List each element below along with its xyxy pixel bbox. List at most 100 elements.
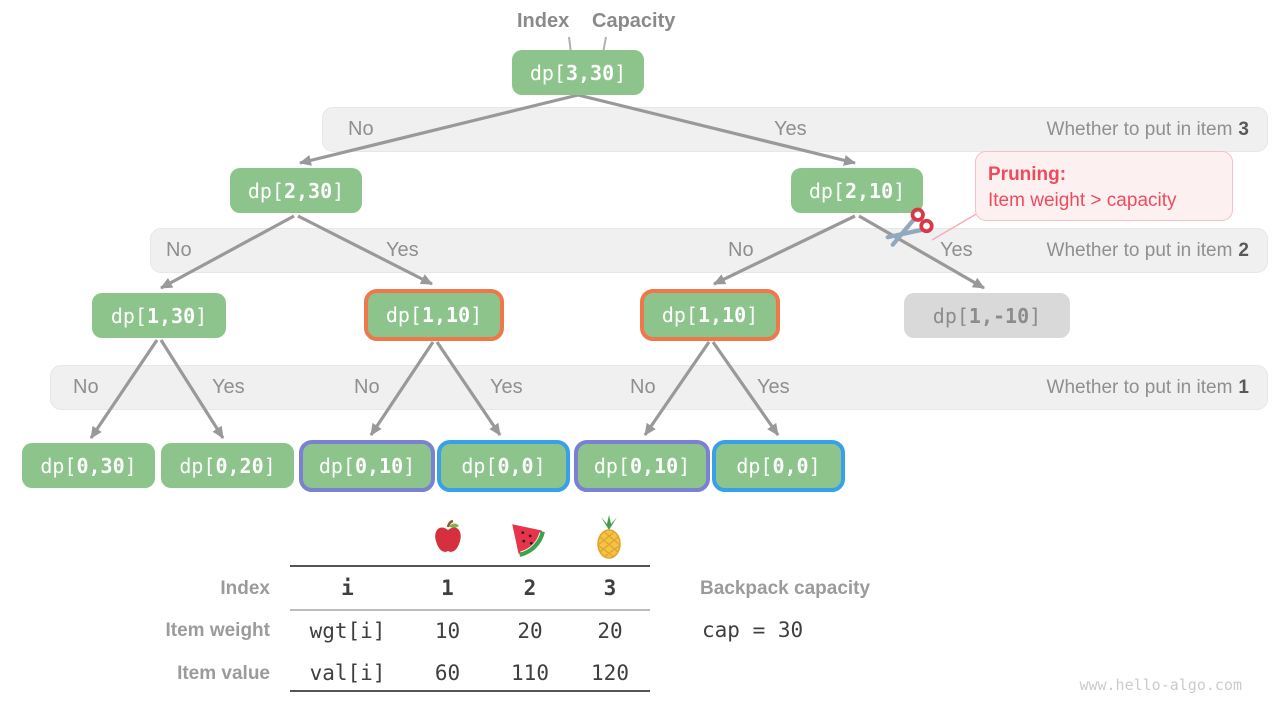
node-label-value: 0,10 — [354, 454, 404, 478]
dp-node-0-0-highlighted: dp[0,0] — [712, 440, 845, 492]
dp-node-2-30: dp[2,30] — [230, 168, 362, 213]
node-label-prefix: dp[ — [385, 303, 422, 327]
node-label-value: 2,30 — [283, 178, 333, 203]
question-item-number: 2 — [1238, 240, 1249, 261]
backpack-capacity-label: Backpack capacity — [700, 578, 871, 599]
table-cell: 10 — [434, 619, 461, 643]
question-item-number: 3 — [1238, 119, 1249, 140]
node-label-value: 0,10 — [629, 454, 679, 478]
table-row-label-item-weight: Item weight — [165, 620, 270, 641]
table-cell: val[i] — [309, 661, 386, 685]
node-label-prefix: dp[ — [932, 303, 969, 328]
node-label-prefix: dp[ — [593, 454, 630, 478]
node-label-suffix: ] — [470, 303, 483, 327]
pruning-title: Pruning: — [988, 164, 1067, 185]
table-cell: 120 — [591, 661, 629, 685]
dp-node-0-10-highlighted: dp[0,10] — [574, 440, 710, 492]
node-label-prefix: dp[ — [661, 303, 698, 327]
backpack-capacity-code: cap = 30 — [702, 618, 804, 642]
band-label-no: No — [728, 239, 754, 261]
table-rule-bottom — [290, 690, 650, 692]
node-label-value: 0,0 — [497, 454, 534, 478]
node-label-value: 1,30 — [146, 303, 196, 328]
table-cell: 2 — [523, 576, 537, 600]
dp-node-1-neg10-pruned: dp[1,-10] — [904, 293, 1070, 338]
band-label-yes: Yes — [757, 376, 790, 398]
node-label-prefix: dp[ — [318, 454, 355, 478]
decision-band-item-1: No Yes No Yes No Yes Whether to put in i… — [50, 365, 1268, 410]
table-cell: 60 — [434, 661, 461, 685]
table-value-row: val[i] 60 110 120 — [290, 661, 650, 685]
table-cell: wgt[i] — [309, 619, 386, 643]
question-text: Whether to put in item — [1046, 119, 1233, 140]
dp-node-0-10-highlighted: dp[0,10] — [299, 440, 435, 492]
node-label-suffix: ] — [403, 454, 416, 478]
band-label-no: No — [354, 376, 380, 398]
dp-node-1-10-highlighted: dp[1,10] — [364, 289, 504, 341]
node-label-prefix: dp[ — [179, 453, 216, 478]
table-cell: 20 — [597, 619, 623, 643]
band-label-no: No — [630, 376, 656, 398]
dp-node-1-30: dp[1,30] — [92, 293, 226, 338]
node-label-value: 3,30 — [565, 60, 615, 85]
capacity-label: Capacity — [592, 10, 676, 32]
node-label-suffix: ] — [263, 453, 276, 478]
node-label-suffix: ] — [332, 178, 345, 203]
node-label-value: 2,10 — [844, 178, 894, 203]
node-label-prefix: dp[ — [808, 178, 845, 203]
table-row-label-index: Index — [220, 578, 270, 599]
pineapple-icon — [597, 515, 621, 559]
band-label-yes: Yes — [940, 239, 973, 261]
node-label-prefix: dp[ — [247, 178, 284, 203]
band-label-yes: Yes — [386, 239, 419, 261]
dp-node-3-30: dp[3,30] — [512, 50, 644, 95]
node-label-value: 1,-10 — [968, 303, 1030, 328]
node-label-suffix: ] — [746, 303, 759, 327]
watermark: www.hello-algo.com — [1079, 676, 1242, 694]
node-label-suffix: ] — [195, 303, 208, 328]
table-cell: 1 — [441, 576, 454, 600]
node-label-suffix: ] — [678, 454, 691, 478]
table-cell: 110 — [511, 661, 549, 685]
node-label-suffix: ] — [1029, 303, 1042, 328]
question-text: Whether to put in item — [1046, 377, 1233, 398]
node-label-prefix: dp[ — [736, 454, 773, 478]
dp-node-0-20: dp[0,20] — [161, 443, 294, 488]
table-cell: i — [341, 576, 354, 600]
node-label-value: 0,30 — [76, 453, 125, 478]
table-rule-top — [290, 565, 650, 567]
question-text: Whether to put in item — [1046, 240, 1233, 261]
band-label-yes: Yes — [490, 376, 523, 398]
table-header-row: i 1 2 3 — [290, 576, 650, 600]
node-label-suffix: ] — [124, 453, 137, 478]
band-label-yes: Yes — [212, 376, 245, 398]
node-label-value: 1,10 — [421, 303, 471, 327]
node-label-prefix: dp[ — [529, 60, 566, 85]
dp-node-2-10: dp[2,10] — [791, 168, 923, 213]
band-label-no: No — [73, 376, 99, 398]
node-label-suffix: ] — [808, 454, 821, 478]
table-row-label-item-value: Item value — [177, 663, 270, 684]
node-label-value: 1,10 — [697, 303, 747, 327]
band-label-yes: Yes — [774, 118, 807, 140]
dp-node-0-30: dp[0,30] — [22, 443, 155, 488]
table-weight-row: wgt[i] 10 20 20 — [290, 619, 650, 643]
node-label-prefix: dp[ — [110, 303, 147, 328]
watermelon-icon — [512, 524, 545, 557]
table-rule-middle — [290, 609, 650, 611]
pruning-detail: Item weight > capacity — [988, 190, 1177, 211]
dp-node-0-0-highlighted: dp[0,0] — [437, 440, 570, 492]
band-label-no: No — [166, 239, 192, 261]
node-label-value: 0,0 — [772, 454, 809, 478]
apple-icon — [435, 519, 461, 552]
dp-node-1-10-highlighted: dp[1,10] — [640, 289, 780, 341]
node-label-suffix: ] — [533, 454, 546, 478]
node-label-suffix: ] — [893, 178, 906, 203]
node-label-prefix: dp[ — [40, 453, 77, 478]
table-cell: 20 — [517, 619, 543, 643]
